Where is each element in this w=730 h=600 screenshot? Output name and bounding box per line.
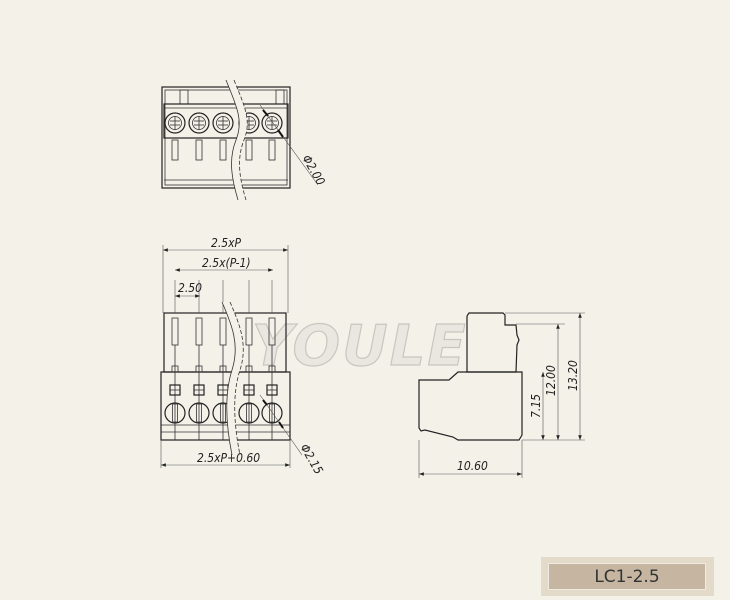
pin-slot xyxy=(219,317,227,346)
dim-h2: 12.00 xyxy=(544,365,558,396)
pin xyxy=(268,139,276,161)
pin xyxy=(171,139,179,161)
part-label-box: LC1-2.5 xyxy=(541,557,714,596)
screw-slot xyxy=(196,403,202,423)
pin-tab xyxy=(268,365,276,373)
screw-outer xyxy=(164,112,186,134)
screw-outer xyxy=(212,112,234,134)
pin-tab xyxy=(245,365,253,373)
screw-hole xyxy=(164,402,186,424)
watermark: YOULE xyxy=(252,314,468,379)
screw-slot xyxy=(172,403,178,423)
pin xyxy=(245,139,253,161)
screw-hole xyxy=(261,402,283,424)
front-diameter-label: Φ2.15 xyxy=(297,442,325,477)
screw-slot xyxy=(220,403,226,423)
top-view: Φ2.00 xyxy=(161,79,328,201)
screw-slot xyxy=(269,403,275,423)
pin-tab xyxy=(171,365,179,373)
dim-h1: 7.15 xyxy=(529,394,543,418)
dim-span: 2.5x(P-1) xyxy=(202,256,251,270)
top-diameter-label: Φ2.00 xyxy=(299,153,327,188)
dim-width: 10.60 xyxy=(457,459,488,473)
part-label: LC1-2.5 xyxy=(548,563,706,590)
pin-tab xyxy=(219,365,227,373)
screw-hole xyxy=(238,402,260,424)
side-view: 7.15 12.00 13.20 10.60 xyxy=(418,312,585,478)
pin xyxy=(195,139,203,161)
screw-hole xyxy=(188,402,210,424)
pin-slot xyxy=(195,317,203,346)
dim-h3: 13.20 xyxy=(566,360,580,391)
screw-slot xyxy=(246,403,252,423)
pin xyxy=(219,139,227,161)
dim-total: 2.5xP xyxy=(211,236,242,250)
dim-bottom: 2.5xP+0.60 xyxy=(197,451,260,465)
pin-slot xyxy=(171,317,179,346)
screw-outer xyxy=(188,112,210,134)
screw-outer xyxy=(261,112,283,134)
dim-pitch: 2.50 xyxy=(178,281,202,295)
pin-tab xyxy=(195,365,203,373)
